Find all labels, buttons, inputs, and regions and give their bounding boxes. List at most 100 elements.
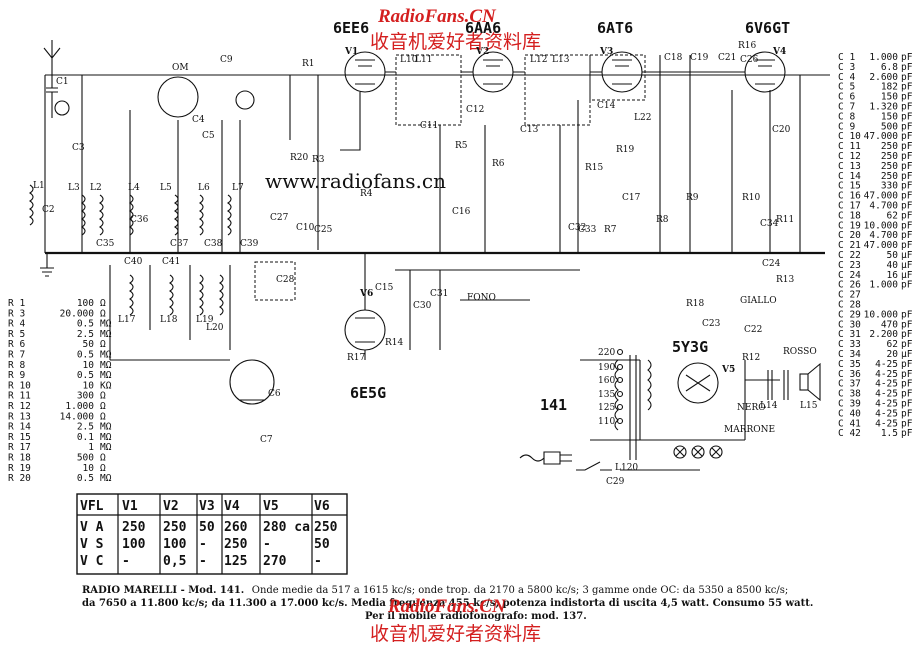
ref-c6: C6 <box>268 389 281 399</box>
tube-type-v3: 6AT6 <box>597 19 633 37</box>
tuning-eye-wiring <box>364 253 580 360</box>
ref-l13: L13 <box>552 55 570 65</box>
capacitor-list-unit: pF <box>901 121 913 132</box>
capacitor-list-ref: C 39 <box>838 399 861 410</box>
mains-tap-125: 125 <box>598 403 615 413</box>
c28-trimmer-box <box>254 261 296 301</box>
ref-r17: R17 <box>347 353 366 363</box>
tube-v6-icon <box>344 309 386 351</box>
resistor-list-unit: MΩ <box>100 473 112 484</box>
capacitor-list-value: 4-25 <box>875 359 898 370</box>
capacitor-list-ref: C 24 <box>838 270 861 281</box>
capacitor-list-ref: C 30 <box>838 319 861 330</box>
resistor-list-value: 300 <box>77 391 94 402</box>
resistor-list-value: 0.5 <box>77 350 94 361</box>
coil-winding-3 <box>129 194 134 236</box>
capacitor-list-unit: pF <box>901 389 913 400</box>
ref-c27: C27 <box>270 213 289 223</box>
resistor-list-value: 2.5 <box>77 422 94 433</box>
resistor-list-ref: R 20 <box>8 473 31 484</box>
capacitor-list-unit: pF <box>901 240 913 251</box>
voltage-header-v2: V2 <box>163 499 179 514</box>
ref-c40: C40 <box>124 257 143 267</box>
ref-c23: C23 <box>702 319 721 329</box>
capacitor-list-unit: pF <box>901 408 913 419</box>
capacitor-list-ref: C 34 <box>838 349 861 360</box>
capacitor-list-ref: C 1 <box>838 52 855 63</box>
capacitor-list-ref: C 42 <box>838 428 861 439</box>
voltage-header-v4: V4 <box>224 499 240 514</box>
power-switch-icon <box>576 461 612 471</box>
resistor-list-ref: R 1 <box>8 298 25 309</box>
ref-r19: R19 <box>616 145 635 155</box>
ref-c12: C12 <box>466 105 484 115</box>
ref-c26: C26 <box>740 55 759 65</box>
tube-type-v6: 6E5G <box>350 384 386 402</box>
voltage-cell: V A <box>80 520 104 535</box>
resistor-list-unit: Ω <box>100 298 106 309</box>
ref-c20: C20 <box>772 125 791 135</box>
resistor-list-ref: R 15 <box>8 432 31 443</box>
resistor-list-unit: Ω <box>100 411 106 422</box>
resistor-list-ref: R 6 <box>8 339 25 350</box>
ref-l12: L12 <box>530 55 547 65</box>
capacitor-list-value: 1.5 <box>881 428 898 439</box>
ref-r11: R11 <box>776 215 794 225</box>
resistor-list-unit: MΩ <box>100 432 112 443</box>
tube-v1-icon <box>344 51 386 93</box>
resistor-list-ref: R 12 <box>8 401 31 412</box>
ref-r15: R15 <box>585 163 604 173</box>
tube-ref-v3: V3 <box>599 47 613 57</box>
capacitor-list-ref: C 38 <box>838 389 861 400</box>
capacitor-list-ref: C 19 <box>838 220 861 231</box>
resistor-list-ref: R 18 <box>8 453 31 464</box>
ref-r10: R10 <box>742 193 761 203</box>
voltage-cell: 250 <box>224 537 248 552</box>
ref-r6: R6 <box>492 159 505 169</box>
capacitor-list-value: 10.000 <box>864 309 899 320</box>
capacitor-list-ref: C 4 <box>838 72 855 83</box>
voltage-cell: - <box>263 537 271 552</box>
capacitor-list-unit: pF <box>901 92 913 103</box>
coil-winding-7 <box>129 274 134 316</box>
ref-c38: C38 <box>204 239 223 249</box>
resistor-list-unit: MΩ <box>100 319 112 330</box>
voltage-cell: V S <box>80 537 104 552</box>
capacitor-list-value: 1.000 <box>869 280 898 291</box>
if-wiring <box>439 100 579 253</box>
resistor-list-unit: MΩ <box>100 360 112 371</box>
resistor-list-value: 2.5 <box>77 329 94 340</box>
ref-c36: C36 <box>130 215 149 225</box>
capacitor-list-ref: C 28 <box>838 300 861 311</box>
wave-switch-lower-icon <box>229 359 275 405</box>
label-c1: C1 <box>56 77 69 87</box>
voltage-header-v6: V6 <box>314 499 330 514</box>
ref-l3: L3 <box>68 183 80 193</box>
capacitor-list-unit: pF <box>901 201 913 212</box>
capacitor-list-ref: C 14 <box>838 171 861 182</box>
capacitor-list-ref: C 9 <box>838 121 855 132</box>
capacitor-list-value: 4-25 <box>875 418 898 429</box>
capacitor-list-unit: pF <box>901 329 913 340</box>
capacitor-list-value: 150 <box>881 111 898 122</box>
capacitor-list-ref: C 37 <box>838 379 861 390</box>
wire-color-rosso: ROSSO <box>783 347 817 357</box>
ref-r13: R13 <box>776 275 795 285</box>
ref-c19: C19 <box>690 53 709 63</box>
capacitor-list-unit: pF <box>901 220 913 231</box>
capacitor-list-ref: C 36 <box>838 369 861 380</box>
ref-c32: C32 <box>568 223 586 233</box>
capacitor-list-ref: C 27 <box>838 290 861 301</box>
ref-r4: R4 <box>360 189 373 199</box>
resistor-list-unit: Ω <box>100 339 106 350</box>
wire-color-giallo: GIALLO <box>740 296 777 306</box>
tube-v3-icon <box>601 51 643 93</box>
ref-c14: C14 <box>597 101 616 111</box>
capacitor-list-value: 40 <box>887 260 899 271</box>
resistor-list-value: 500 <box>77 453 94 464</box>
ref-c39: C39 <box>240 239 259 249</box>
watermark-faint-center: www.radiofans.cn <box>265 169 446 193</box>
